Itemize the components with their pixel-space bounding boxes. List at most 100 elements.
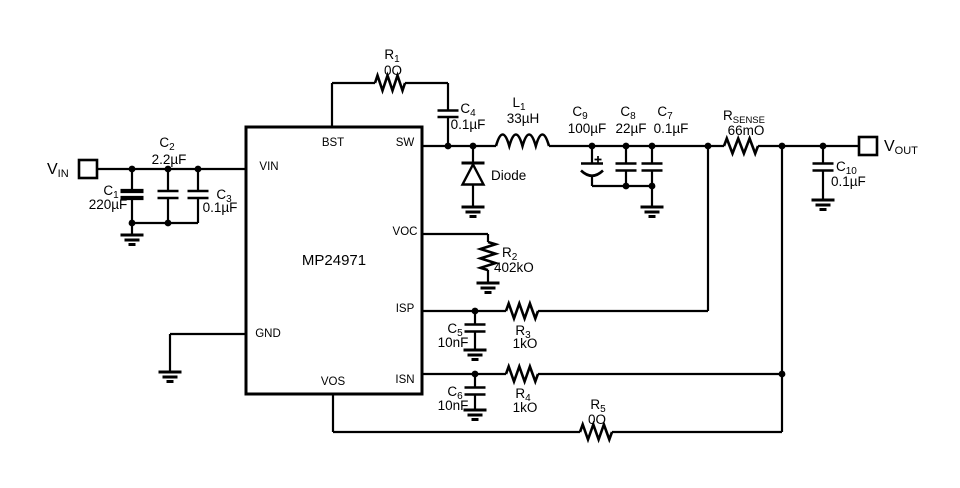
label-c9-value: 100µF — [567, 121, 607, 136]
label-diode: Diode — [491, 168, 527, 183]
label-rsense-value: 66mO — [727, 123, 765, 138]
c6-sub: 6 — [457, 391, 463, 402]
label-c10-value: 0.1µF — [831, 174, 866, 189]
ic-pin-sw: SW — [395, 137, 415, 149]
c9-sub: 9 — [582, 111, 588, 122]
c3-sub: 3 — [226, 194, 232, 205]
label-r5-value: 0O — [587, 412, 607, 427]
ground-ic-gnd-icon — [158, 370, 182, 383]
ic-pin-vin: VIN — [259, 161, 279, 173]
capacitor-c1-icon — [120, 188, 144, 201]
capacitor-c2-icon — [157, 189, 179, 200]
resistor-r4-icon — [504, 362, 540, 386]
r3-ref: R — [515, 323, 526, 338]
ground-diode-icon — [461, 205, 485, 218]
ground-c5-icon — [463, 348, 487, 361]
label-rsense-ref: RSENSE — [723, 108, 765, 125]
label-c9-ref: C9 — [572, 104, 588, 122]
junction-dot — [164, 165, 172, 173]
r2-sub: 2 — [511, 252, 518, 263]
vin-ref: V — [47, 161, 58, 178]
r4-sub: 4 — [525, 393, 531, 404]
junction-dot — [128, 219, 136, 227]
label-c1-ref: C1 — [103, 183, 118, 201]
junction-dot — [471, 307, 479, 315]
resistor-rsense-icon — [722, 134, 760, 158]
capacitor-c5-icon — [464, 323, 486, 333]
label-c4-ref: C4 — [460, 101, 475, 119]
label-l1-value: 33µH — [506, 111, 540, 126]
r5-sub: 5 — [600, 404, 606, 415]
capacitor-c4-icon — [437, 109, 459, 119]
c10-sub: 10 — [845, 166, 857, 177]
label-c5-value: 10nF — [437, 335, 469, 350]
resistor-r3-icon — [504, 299, 540, 323]
resistor-r5-icon — [578, 420, 614, 444]
capacitor-c3-icon — [187, 189, 209, 200]
c2-sub: 2 — [169, 142, 175, 153]
label-r1-value: 0O — [383, 63, 403, 78]
ground-c10-icon — [811, 198, 835, 211]
r1-sub: 1 — [394, 54, 400, 65]
ic-pin-isn: ISN — [395, 374, 415, 386]
l1-ref: L — [512, 95, 520, 110]
diode-triangle-icon — [460, 161, 486, 186]
junction-dot — [648, 182, 656, 190]
ground-output-caps-icon — [640, 205, 664, 218]
c9-ref: C — [572, 104, 583, 119]
l1-sub: 1 — [519, 102, 526, 113]
label-r4-ref: R4 — [515, 386, 531, 404]
junction-dot — [194, 165, 202, 173]
vout-terminal-icon — [857, 135, 879, 157]
resistor-r2-icon — [476, 240, 500, 272]
vin-sub: IN — [57, 168, 69, 180]
ic-pin-gnd: GND — [255, 328, 281, 340]
r4-ref: R — [515, 386, 526, 401]
vout-ref: V — [884, 138, 895, 155]
label-c2-ref: C2 — [159, 135, 175, 153]
junction-dot — [444, 142, 452, 150]
label-c3-ref: C3 — [216, 187, 232, 205]
label-r2-value: 402kO — [494, 260, 534, 275]
c8-sub: 8 — [630, 111, 636, 122]
junction-dot — [819, 142, 827, 150]
label-c8-ref: C8 — [620, 104, 636, 122]
label-r2-ref: R2 — [502, 245, 518, 263]
ic-body — [244, 125, 424, 396]
vout-terminal-label: VOUT — [884, 138, 918, 157]
c6-ref: C — [447, 384, 458, 399]
label-c10-ref: C10 — [836, 159, 857, 177]
ic-pin-bst: BST — [321, 137, 345, 149]
rsense-ref: R — [723, 108, 733, 123]
c1-ref: C — [103, 183, 114, 198]
c7-sub: 7 — [667, 111, 673, 122]
label-r3-ref: R3 — [515, 323, 530, 341]
inductor-l1-icon — [494, 133, 551, 151]
junction-dot — [704, 142, 712, 150]
r5-ref: R — [590, 397, 601, 412]
label-r1-ref: R1 — [384, 47, 400, 65]
junction-dot — [778, 142, 786, 150]
junction-dot — [778, 370, 786, 378]
junction-dot — [648, 142, 656, 150]
label-r5-ref: R5 — [590, 397, 606, 415]
junction-dot — [469, 142, 477, 150]
capacitor-c10-icon — [812, 162, 834, 172]
label-l1-ref: L1 — [512, 95, 526, 113]
ground-r2-icon — [476, 281, 500, 294]
junction-dot — [164, 219, 172, 227]
ic-pin-voc: VOC — [392, 226, 418, 238]
junction-dot — [471, 370, 479, 378]
ic-part-number: MP24971 — [301, 252, 367, 269]
capacitor-c6-icon — [464, 386, 486, 396]
label-c6-ref: C6 — [447, 384, 463, 402]
c5-ref: C — [447, 321, 458, 336]
r2-ref: R — [502, 245, 512, 260]
c4-ref: C — [460, 101, 471, 116]
junction-dot — [128, 165, 136, 173]
label-c2-value: 2.2µF — [151, 152, 187, 167]
r1-ref: R — [384, 47, 395, 62]
junction-dot — [622, 182, 630, 190]
